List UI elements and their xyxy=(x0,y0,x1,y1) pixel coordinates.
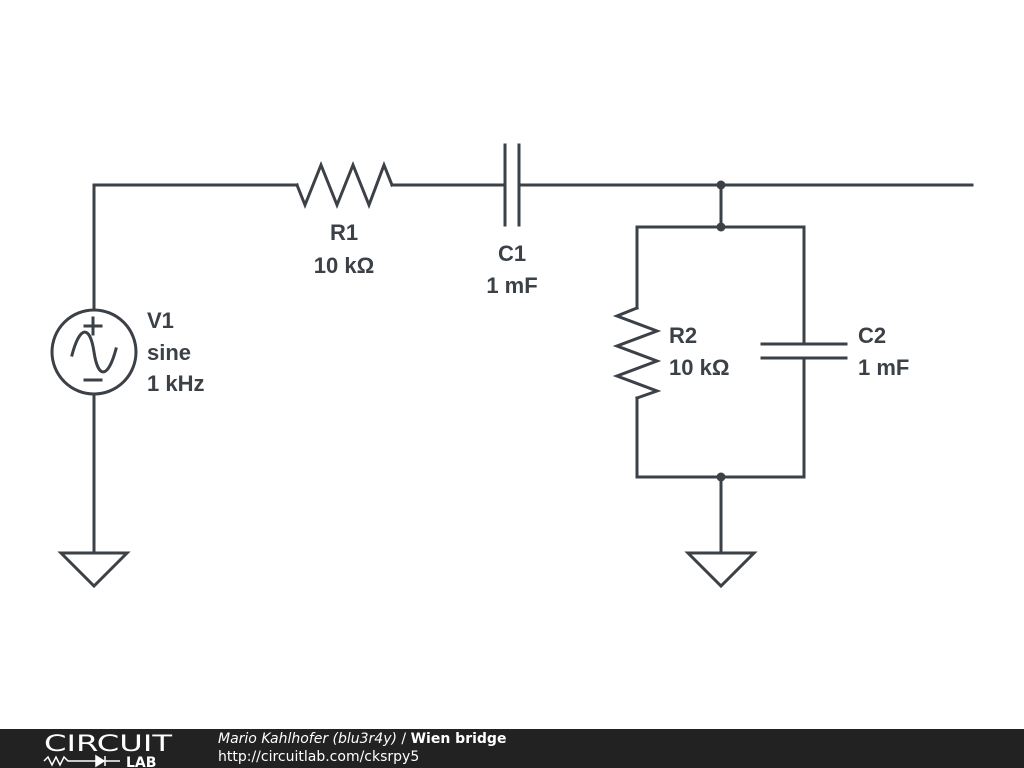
c2-capacitor-symbol xyxy=(760,342,848,360)
junction-parallel-bottom xyxy=(716,472,726,482)
v1-value-label: 1 kHz xyxy=(147,371,204,396)
r1-ref-label: R1 xyxy=(330,220,358,245)
c1-value-label: 1 mF xyxy=(486,273,537,298)
junction-parallel-top xyxy=(716,222,726,232)
v1-sine-source-symbol xyxy=(50,308,138,396)
v1-type-label: sine xyxy=(147,340,191,365)
wire-v1-to-r1 xyxy=(92,183,299,312)
ground-left-icon xyxy=(57,551,131,589)
footer-bar: CIRCUIT LAB Mario Kahlhofer (blu3r4y) / … xyxy=(0,729,1024,768)
r2-ref-label: R2 xyxy=(669,323,697,348)
wires xyxy=(92,183,974,555)
circuitlab-logo: CIRCUIT LAB xyxy=(43,732,173,768)
footer-separator: / xyxy=(401,731,407,747)
r1-value-label: 10 kΩ xyxy=(314,253,374,278)
v1-ref-label: V1 xyxy=(147,308,174,333)
footer-title[interactable]: Wien bridge xyxy=(410,731,507,747)
r2-value-label: 10 kΩ xyxy=(669,355,729,380)
circuit-schematic: V1 sine 1 kHz R1 10 kΩ C1 1 mF R2 10 kΩ … xyxy=(50,143,974,589)
footer-url[interactable]: http://circuitlab.com/cksrpy5 xyxy=(218,749,420,765)
logo-diode-icon xyxy=(43,754,120,768)
c1-capacitor-symbol xyxy=(503,143,521,227)
footer-author[interactable]: Mario Kahlhofer (blu3r4y) xyxy=(218,731,397,747)
ground-right-icon xyxy=(684,551,758,589)
logo-lab-text: LAB xyxy=(126,755,156,768)
wire-parallel-top xyxy=(635,225,806,346)
c1-ref-label: C1 xyxy=(498,241,526,266)
logo-circuit-text: CIRCUIT xyxy=(44,732,173,757)
r1-resistor-symbol xyxy=(295,160,394,210)
r2-resistor-symbol xyxy=(612,306,662,400)
c2-ref-label: C2 xyxy=(858,323,886,348)
junction-output-node xyxy=(716,180,726,190)
footer-attribution: Mario Kahlhofer (blu3r4y) / Wien bridge xyxy=(218,731,506,747)
c2-value-label: 1 mF xyxy=(858,355,909,380)
